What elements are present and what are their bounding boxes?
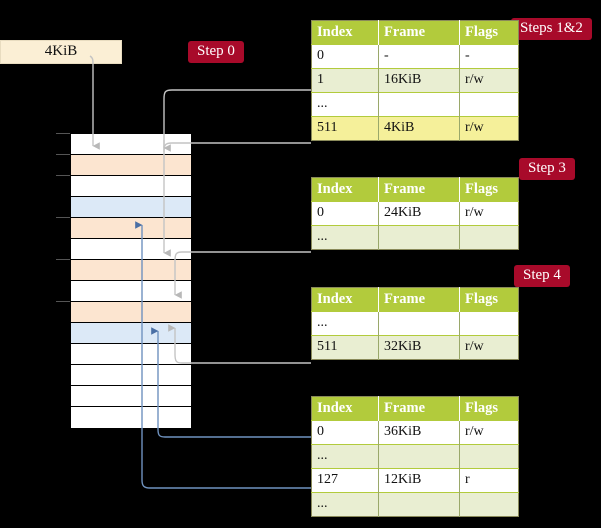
cell-flags	[459, 492, 519, 517]
memory-frame-row	[71, 218, 191, 239]
memory-frame-row	[71, 176, 191, 197]
cell-frame: -	[378, 44, 460, 69]
memory-frame-row	[71, 323, 191, 344]
memory-frame-row	[71, 281, 191, 302]
cell-frame	[378, 311, 460, 336]
memory-frame-row	[71, 155, 191, 176]
cell-index: 0	[311, 44, 379, 69]
memory-frame-row	[71, 365, 191, 386]
table-row: ...	[311, 492, 519, 517]
column-header-frame: Frame	[378, 177, 460, 202]
memory-frame-row	[71, 239, 191, 260]
physical-memory-column	[70, 133, 191, 428]
cell-frame: 32KiB	[378, 335, 460, 360]
memory-tick-mark	[56, 259, 70, 260]
table-row: 0--	[311, 44, 519, 69]
cell-flags: -	[459, 44, 519, 69]
cell-flags	[459, 311, 519, 336]
cell-index: ...	[311, 492, 379, 517]
badge-step4: Step 4	[514, 265, 570, 287]
memory-tick-mark	[56, 217, 70, 218]
badge-step3: Step 3	[519, 158, 575, 180]
cell-frame	[378, 444, 460, 469]
table-row: ...	[311, 92, 519, 117]
column-header-flags: Flags	[459, 287, 519, 312]
cell-index: 0	[311, 420, 379, 445]
memory-frame-row	[71, 386, 191, 407]
cell-flags: r/w	[459, 201, 519, 226]
memory-tick-mark	[56, 154, 70, 155]
table-row: ...	[311, 225, 519, 250]
memory-frame-row	[71, 260, 191, 281]
cell-flags	[459, 225, 519, 250]
column-header-frame: Frame	[378, 396, 460, 421]
wire-step3	[174, 251, 311, 299]
column-header-frame: Frame	[378, 287, 460, 312]
page-frame-label: 4KiB	[44, 43, 78, 59]
cell-flags	[459, 444, 519, 469]
cell-index: 0	[311, 201, 379, 226]
memory-frame-row	[71, 407, 191, 428]
badge-step12: Steps 1&2	[511, 18, 592, 40]
memory-frame-row	[71, 134, 191, 155]
cell-frame: 36KiB	[378, 420, 460, 445]
column-header-index: Index	[311, 177, 379, 202]
cell-frame	[378, 492, 460, 517]
column-header-index: Index	[311, 20, 379, 45]
badge-step0: Step 0	[188, 41, 244, 63]
cell-frame	[378, 92, 460, 117]
cell-index: 511	[311, 335, 379, 360]
cell-flags: r/w	[459, 420, 519, 445]
cell-flags: r/w	[459, 68, 519, 93]
page-frame-box: 4KiB	[0, 40, 122, 64]
cell-flags: r/w	[459, 116, 519, 141]
column-header-flags: Flags	[459, 20, 519, 45]
column-header-flags: Flags	[459, 177, 519, 202]
cell-frame	[378, 225, 460, 250]
wire-step4	[168, 324, 311, 364]
column-header-index: Index	[311, 287, 379, 312]
cell-index: 511	[311, 116, 379, 141]
memory-tick-mark	[56, 133, 70, 134]
cell-flags: r	[459, 468, 519, 493]
cell-index: ...	[311, 311, 379, 336]
memory-frame-row	[71, 197, 191, 218]
memory-frame-row	[71, 302, 191, 323]
cell-flags	[459, 92, 519, 117]
column-header-index: Index	[311, 396, 379, 421]
table-row: ...	[311, 311, 519, 336]
column-header-frame: Frame	[378, 20, 460, 45]
cell-flags: r/w	[459, 335, 519, 360]
cell-frame: 12KiB	[378, 468, 460, 493]
cell-frame: 4KiB	[378, 116, 460, 141]
memory-tick-mark	[56, 175, 70, 176]
cell-index: 127	[311, 468, 379, 493]
memory-tick-mark	[56, 301, 70, 302]
cell-index: ...	[311, 444, 379, 469]
cell-index: ...	[311, 225, 379, 250]
cell-index: 1	[311, 68, 379, 93]
table-row: ...	[311, 444, 519, 469]
column-header-flags: Flags	[459, 396, 519, 421]
cell-frame: 16KiB	[378, 68, 460, 93]
memory-frame-row	[71, 344, 191, 365]
cell-frame: 24KiB	[378, 201, 460, 226]
cell-index: ...	[311, 92, 379, 117]
